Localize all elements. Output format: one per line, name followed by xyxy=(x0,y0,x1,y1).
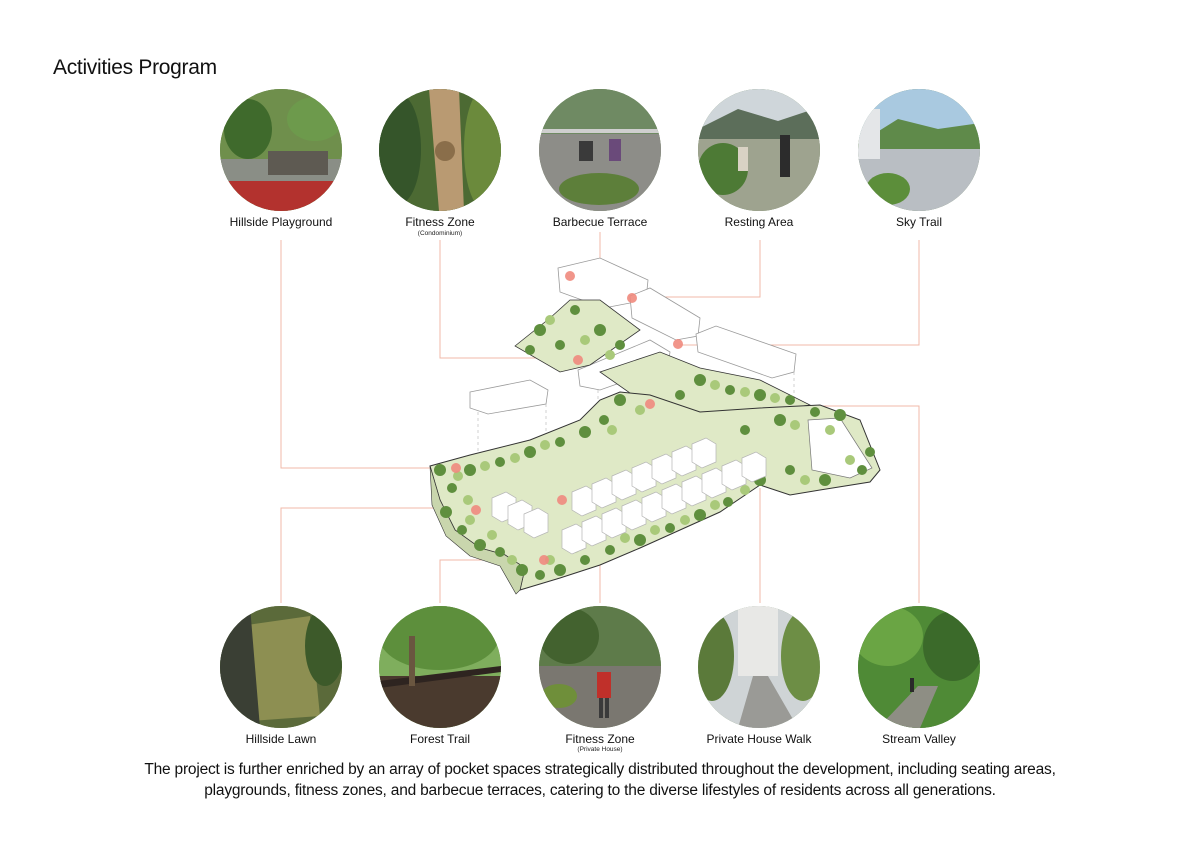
leader-line-fitness-zone-condominium xyxy=(439,240,578,359)
private-houses xyxy=(491,437,767,555)
photo-forest-trail xyxy=(379,606,501,728)
sublabel-fitness-zone-condominium: (Condominium) xyxy=(417,230,463,237)
photo-private-house-walk xyxy=(698,606,820,728)
label-forest-trail: Forest Trail xyxy=(409,732,470,746)
upper-landscape xyxy=(514,299,641,373)
label-hillside-lawn: Hillside Lawn xyxy=(245,732,317,746)
leader-line-hillside-lawn xyxy=(280,507,475,603)
leader-line-hillside-playground xyxy=(280,240,440,469)
sublabel-fitness-zone-private-house: (Private House) xyxy=(577,746,623,753)
building-block xyxy=(469,379,549,415)
label-barbecue-terrace: Barbecue Terrace xyxy=(552,215,648,229)
leader-line-stream-valley xyxy=(808,405,920,603)
label-fitness-zone-condominium: Fitness Zone xyxy=(405,215,475,229)
photo-fitness-zone-private-house xyxy=(539,606,661,728)
photo-hillside-lawn xyxy=(220,606,342,728)
page-title: Activities Program xyxy=(53,56,217,79)
label-hillside-playground: Hillside Playground xyxy=(229,215,333,229)
photo-resting-area xyxy=(698,89,820,211)
photo-barbecue-terrace xyxy=(539,89,661,211)
activity-hotspots xyxy=(451,271,683,565)
photo-sky-trail xyxy=(858,89,980,211)
label-resting-area: Resting Area xyxy=(724,215,794,229)
tree-cluster xyxy=(434,305,875,580)
label-sky-trail: Sky Trail xyxy=(895,215,942,229)
photo-stream-valley xyxy=(858,606,980,728)
caption-text: The project is further enriched by an ar… xyxy=(144,761,1056,799)
building-block xyxy=(629,287,701,341)
photo-fitness-zone-condominium xyxy=(379,89,501,211)
label-private-house-walk: Private House Walk xyxy=(706,732,812,746)
photo-hillside-playground xyxy=(220,89,342,211)
label-stream-valley: Stream Valley xyxy=(882,732,956,746)
leader-line-resting-area xyxy=(660,240,761,298)
label-fitness-zone-private-house: Fitness Zone xyxy=(565,732,635,746)
